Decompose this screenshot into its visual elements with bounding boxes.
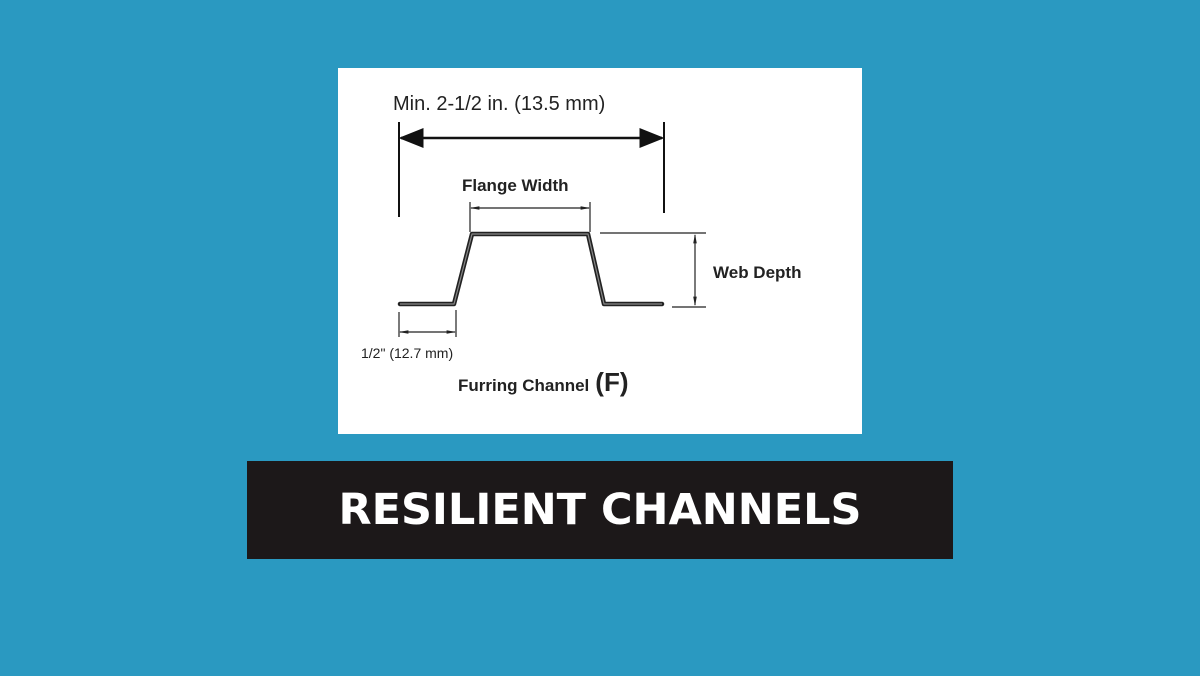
title-banner: RESILIENT CHANNELS <box>247 461 953 559</box>
overall-width-dimension <box>398 122 665 217</box>
caption-text: Furring Channel <box>458 376 589 395</box>
leg-width-label: 1/2" (12.7 mm) <box>361 345 453 361</box>
caption-letter: (F) <box>595 367 628 397</box>
diagram-card: Min. 2-1/2 in. (13.5 mm) Flange Width We… <box>338 68 862 434</box>
overall-width-label: Min. 2-1/2 in. (13.5 mm) <box>393 93 605 115</box>
flange-width-label: Flange Width <box>462 176 569 195</box>
web-depth-dimension <box>600 232 706 308</box>
flange-width-dimension <box>469 202 591 232</box>
leg-width-dimension <box>398 310 457 337</box>
diagram-caption: Furring Channel (F) <box>458 367 628 397</box>
furring-channel-diagram: Min. 2-1/2 in. (13.5 mm) Flange Width We… <box>361 93 801 397</box>
web-depth-label: Web Depth <box>713 263 801 282</box>
banner-title: RESILIENT CHANNELS <box>338 485 862 535</box>
channel-profile <box>397 231 665 307</box>
